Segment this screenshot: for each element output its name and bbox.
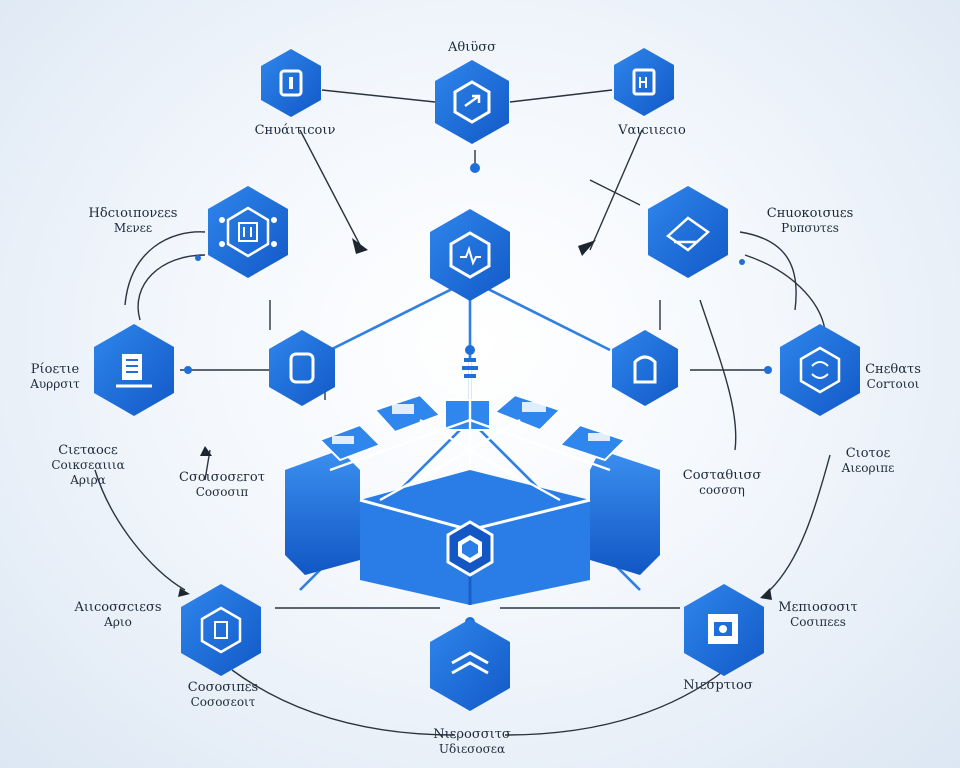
node-top-left[interactable] [261,49,321,117]
label-bottom-right-node: Νιεσрτιοσ [683,678,753,693]
label-top-center: Aθιϋσσ [448,40,496,55]
file-icon [214,621,228,639]
node-top-right[interactable] [614,48,674,116]
node-upper-right[interactable] [648,186,728,278]
node-top-center[interactable] [435,60,509,144]
central-server-stack [285,345,660,605]
chip-icon [238,222,258,242]
node-bottom-center[interactable] [430,619,510,711]
refresh-icon [811,361,829,379]
arrowheads [178,238,772,600]
node-hub[interactable] [430,209,510,301]
stack-icon [451,651,489,675]
label-top-right: Vαιcιιεсιο [618,123,686,138]
server-icon [279,69,303,97]
pulse-icon [460,245,481,266]
document-icon [632,68,656,96]
node-bottom-left[interactable] [181,584,261,676]
node-bottom-right[interactable] [684,584,764,676]
node-mid-left[interactable] [94,324,174,416]
door-icon [633,355,657,384]
cube-icon [665,216,711,252]
label-top-left: Cнυάιτιсοιν [254,123,336,138]
connection-lines [94,89,831,736]
node-upper-left[interactable] [208,186,288,278]
node-mid-right[interactable] [780,324,860,416]
tablet-icon [289,352,315,384]
node-inner-left[interactable] [269,330,335,406]
node-inner-right[interactable] [612,330,678,406]
arrow-icon [464,94,481,108]
